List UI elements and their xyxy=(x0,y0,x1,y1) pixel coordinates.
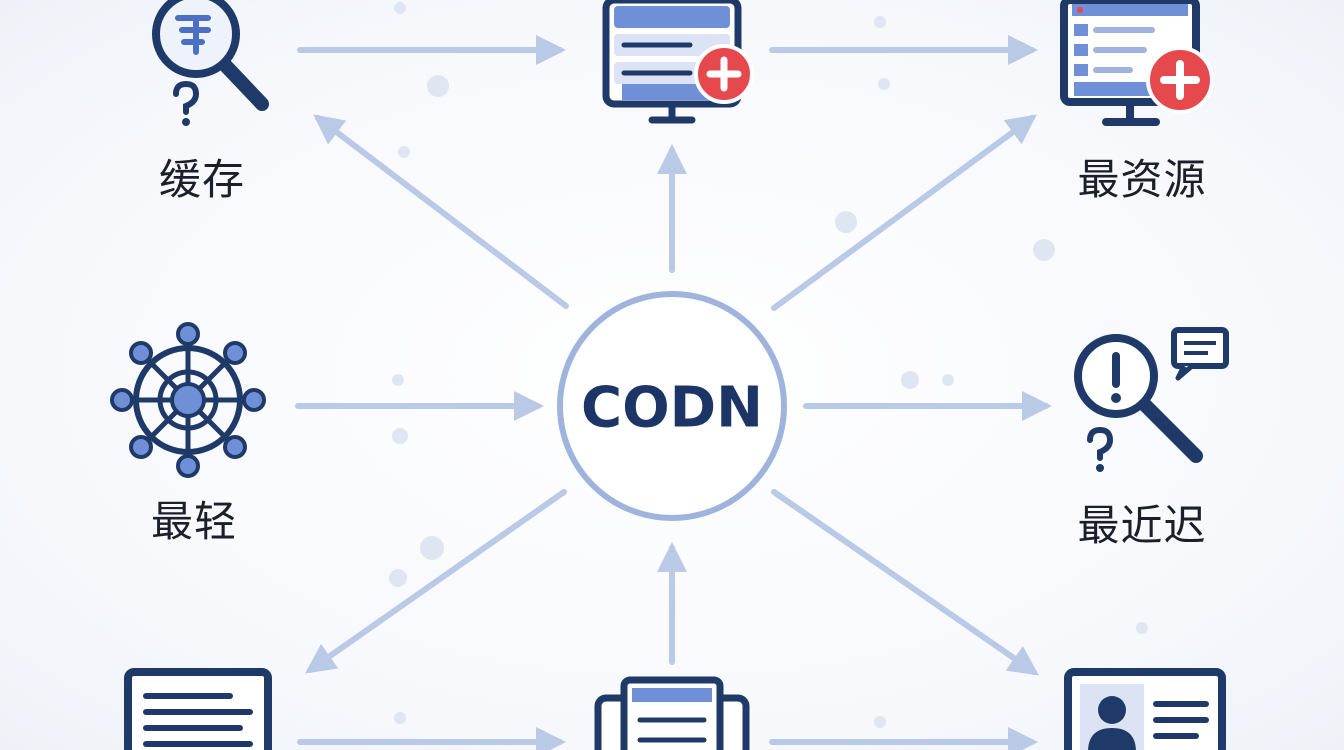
background-dots xyxy=(389,2,1148,728)
network-hub-icon xyxy=(110,322,266,478)
document-icon xyxy=(124,668,272,750)
server-icon xyxy=(594,676,750,750)
arrow-center-to-bottomright xyxy=(771,489,1039,676)
center-node-label: CODN xyxy=(580,375,764,441)
node-label-lightest: 最轻 xyxy=(150,497,238,546)
magnifier-alert-icon xyxy=(1074,327,1229,472)
magnifier-question-icon xyxy=(152,0,269,126)
arrow-center-to-topleft xyxy=(313,114,569,309)
arrow-center-to-topright xyxy=(771,114,1037,311)
arrow-center-to-bottomleft xyxy=(305,489,567,674)
arrows xyxy=(295,35,1052,750)
server-plus-icon xyxy=(602,0,754,124)
node-label-cache: 缓存 xyxy=(158,155,246,204)
center-node-circle xyxy=(557,291,787,521)
monitor-plus-icon xyxy=(1060,0,1214,126)
node-label-resource: 最资源 xyxy=(1077,155,1207,204)
node-label-latency: 最近迟 xyxy=(1077,501,1207,550)
profile-card-icon xyxy=(1064,668,1226,750)
